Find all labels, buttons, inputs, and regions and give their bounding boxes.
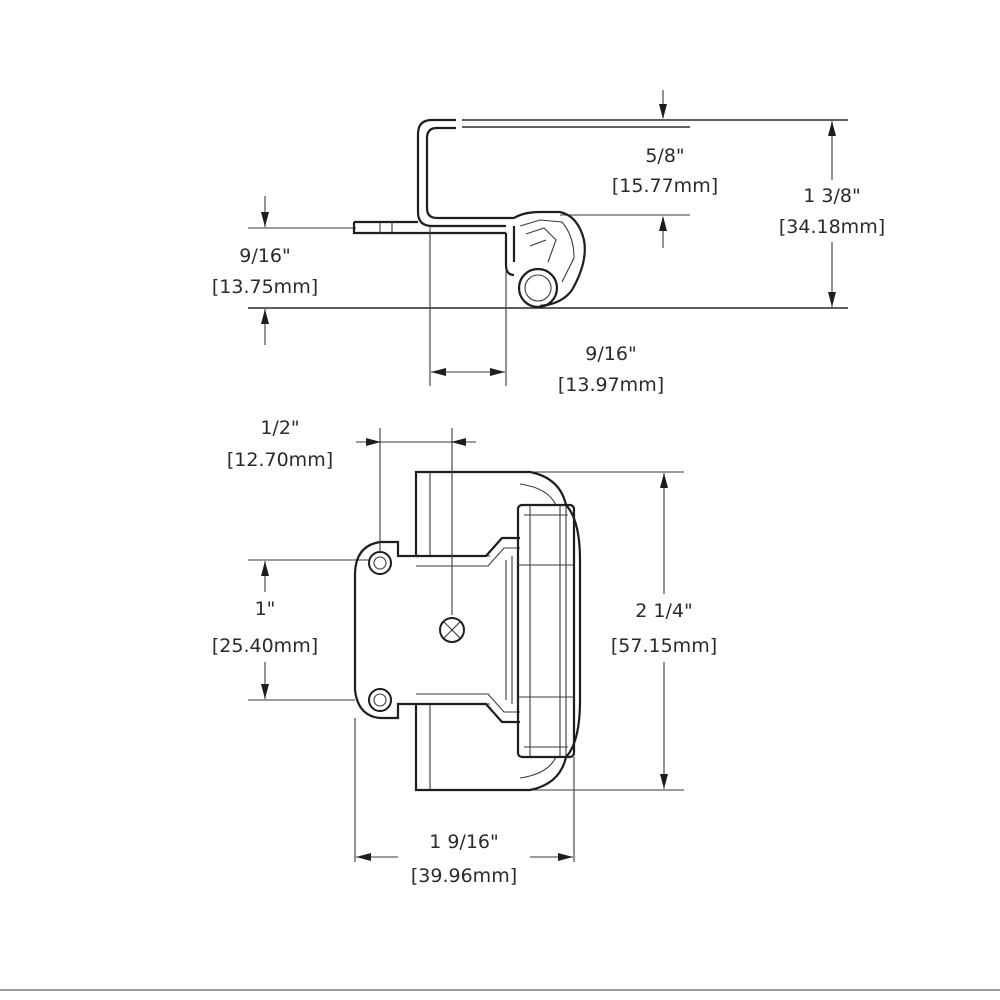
dim-leaf-length: 2 1/4" [57.15mm]	[600, 473, 730, 789]
dim-barrel-offset: 9/16" [13.97mm]	[431, 343, 664, 396]
dim-top-flange-inch: 5/8"	[645, 145, 684, 167]
dim-barrel-height-inch: 9/16"	[239, 245, 290, 267]
dim-overall-width-mm: [39.96mm]	[411, 865, 517, 887]
dim-barrel-height: 9/16" [13.75mm]	[212, 196, 318, 345]
side-view	[248, 118, 848, 386]
dim-barrel-height-mm: [13.75mm]	[212, 276, 318, 298]
dim-hole-offset-mm: [12.70mm]	[227, 449, 333, 471]
dim-leaf-length-inch: 2 1/4"	[635, 600, 692, 622]
dim-hole-spacing-inch: 1"	[255, 598, 276, 620]
dim-top-flange-height: 5/8" [15.77mm]	[612, 90, 718, 248]
dim-hole-offset: 1/2" [12.70mm]	[227, 417, 476, 615]
dim-overall-width: 1 9/16" [39.96mm]	[356, 826, 573, 890]
dim-total-height: 1 3/8" [34.18mm]	[770, 121, 894, 307]
dim-hole-spacing: 1" [25.40mm]	[200, 561, 330, 699]
front-view	[248, 470, 684, 862]
dim-total-height-inch: 1 3/8"	[803, 185, 860, 207]
dim-leaf-length-mm: [57.15mm]	[611, 635, 717, 657]
dim-hole-offset-inch: 1/2"	[260, 417, 299, 439]
dim-barrel-offset-inch: 9/16"	[585, 343, 636, 365]
dim-barrel-offset-mm: [13.97mm]	[558, 374, 664, 396]
dim-overall-width-inch: 1 9/16"	[429, 831, 499, 853]
dim-top-flange-mm: [15.77mm]	[612, 175, 718, 197]
dim-total-height-mm: [34.18mm]	[779, 216, 885, 238]
dim-hole-spacing-mm: [25.40mm]	[212, 635, 318, 657]
